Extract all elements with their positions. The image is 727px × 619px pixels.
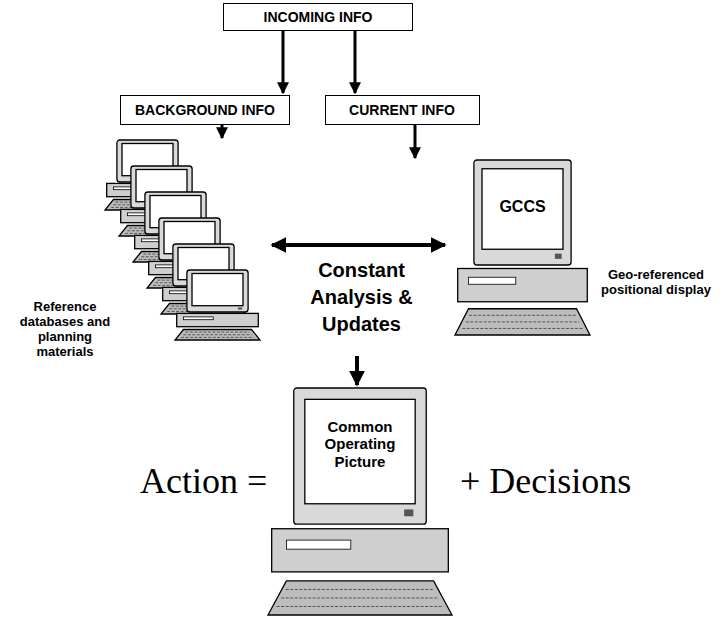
info-box: INCOMING INFO xyxy=(223,3,413,31)
key-row xyxy=(286,589,434,590)
screen xyxy=(482,169,563,250)
computer-icon xyxy=(268,388,452,615)
key-row xyxy=(181,337,254,338)
system-case xyxy=(177,313,259,326)
power-button xyxy=(555,254,562,259)
system-case xyxy=(458,269,588,302)
drive-slot xyxy=(469,277,516,284)
key-row xyxy=(469,315,576,316)
keyboard xyxy=(455,309,590,335)
flow-arrow xyxy=(414,125,417,158)
computer-node: Common Operating Picture xyxy=(268,388,452,615)
computer-icon xyxy=(455,160,590,335)
box-label: INCOMING INFO xyxy=(264,9,373,25)
power-button xyxy=(404,509,413,516)
caption-label: Geo-referenced positional display xyxy=(597,268,715,298)
flow-arrow xyxy=(282,31,285,93)
monitor xyxy=(294,388,426,524)
computer-node: Reference databases and planning materia… xyxy=(105,140,260,340)
flow-arrow xyxy=(355,356,359,385)
edge-label: Constant Analysis & Updates xyxy=(298,257,426,338)
flow-arrow xyxy=(354,31,357,93)
key-row xyxy=(466,321,580,322)
keyboard xyxy=(268,581,452,615)
drive-slot xyxy=(286,540,350,549)
power-button xyxy=(238,307,242,309)
computer-illustration xyxy=(455,160,590,335)
computer-icon xyxy=(161,244,246,314)
equation-text: Action = xyxy=(140,460,267,502)
screen xyxy=(192,274,243,306)
box-label: CURRENT INFO xyxy=(349,102,455,118)
key-row xyxy=(462,328,582,329)
key-row xyxy=(185,332,249,333)
system-case xyxy=(272,529,449,572)
caption-label: Reference databases and planning materia… xyxy=(8,300,122,360)
flow-arrow xyxy=(221,125,224,138)
box-label: BACKGROUND INFO xyxy=(135,102,275,118)
key-row xyxy=(183,334,252,335)
drive-slot xyxy=(184,317,214,320)
monitor xyxy=(474,160,571,265)
computer-node: GCCSGeo-referenced positional display xyxy=(455,160,590,335)
screen-label: GCCS xyxy=(483,198,562,216)
screen-label: Common Operating Picture xyxy=(308,418,412,470)
key-row xyxy=(281,597,439,598)
computer-icon xyxy=(175,270,260,340)
flow-arrow xyxy=(272,243,445,247)
equation-text: + Decisions xyxy=(460,460,631,502)
key-row xyxy=(277,606,444,607)
screen xyxy=(305,399,415,503)
monitor xyxy=(187,270,248,312)
info-box: CURRENT INFO xyxy=(325,95,480,125)
keyboard xyxy=(175,330,260,341)
info-box: BACKGROUND INFO xyxy=(120,95,290,125)
computer-illustration xyxy=(105,140,260,340)
